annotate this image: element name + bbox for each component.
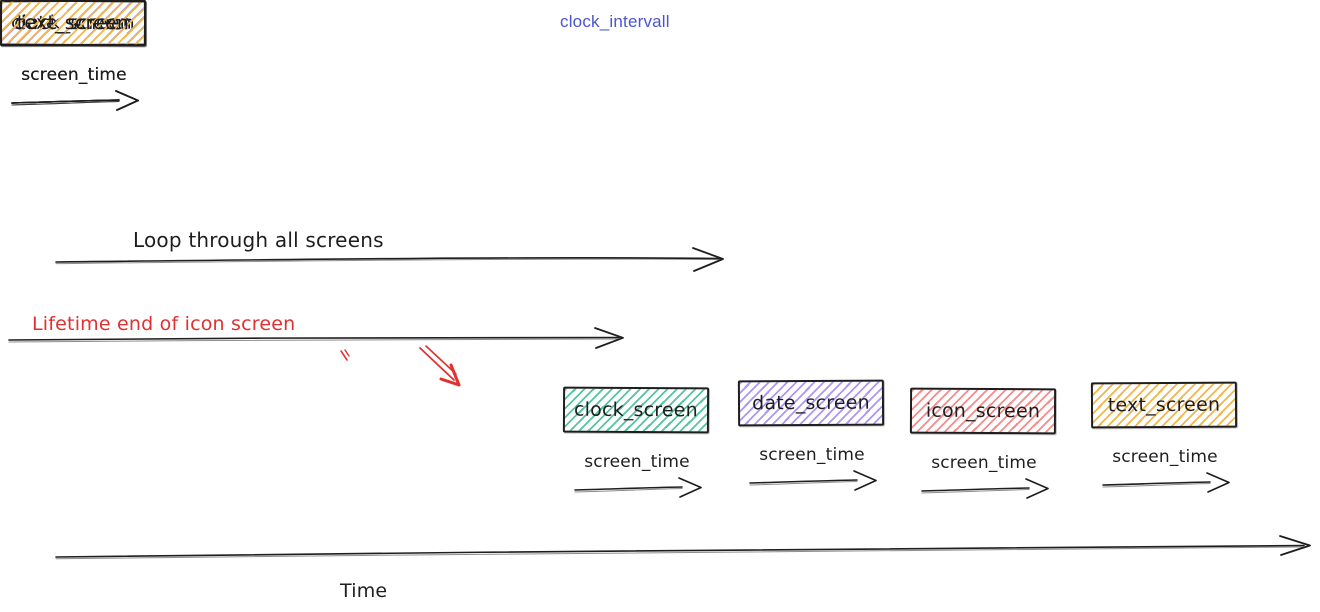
screen-column: icon_screen screen_time [909,387,1058,500]
red-annotation-tick [340,349,350,361]
red-annotation-arrow [419,345,461,387]
screen-time-label: screen_time [21,65,127,85]
screen-time-arrow [574,477,702,498]
screen-time-arrow [921,478,1049,499]
lifetime-end-arrow [8,327,624,349]
time-axis-arrow [55,535,1311,560]
screen-time-label: screen_time [584,452,690,472]
screen-time-label: screen_time [21,65,127,85]
loop-arrow-label: Loop through all screens [133,228,384,252]
screen-box: clock_screen [562,386,710,434]
screen-time-label: screen_time [21,65,127,85]
screen-box-label: text_screen [16,11,130,35]
screen-box: icon_screen [909,387,1057,435]
screen-time-label: screen_time [1112,447,1218,467]
screen-time-label: screen_time [759,445,865,465]
screen-time-label: screen_time [931,453,1037,473]
screen-column: date_screen screen_time [737,379,886,492]
screen-box-label: text_screen [1107,393,1221,417]
screen-box-label: date_screen [752,391,870,415]
screen-time-arrow [749,470,877,491]
screen-column: text_screen screen_time [0,0,148,112]
loop-arrow [55,247,724,272]
screen-time-arrow [1102,472,1230,493]
screen-time-arrow [11,90,139,111]
screen-box-label: clock_screen [574,398,698,422]
lifetime-end-label: Lifetime end of icon screen [32,313,296,335]
screen-box: date_screen [737,379,885,427]
screen-box: text_screen [1090,381,1238,429]
screen-box: text_screen [0,0,147,47]
diagram-title: clock_intervall [560,12,670,31]
screen-column: text_screen screen_time [1090,381,1239,494]
time-axis-label: Time [340,580,388,602]
screen-column: clock_screen screen_time [562,386,711,499]
screen-box-label: icon_screen [925,399,1041,423]
